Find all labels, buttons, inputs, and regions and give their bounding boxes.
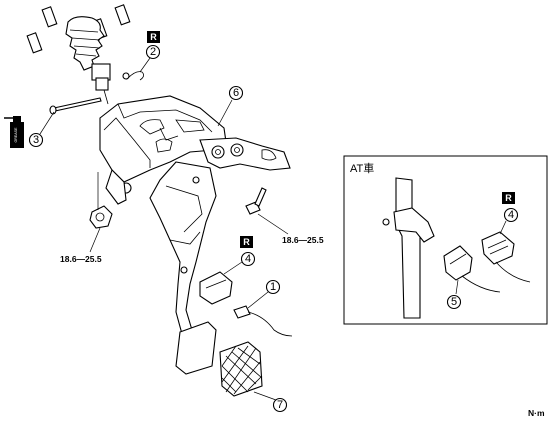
svg-text:7: 7	[277, 399, 283, 411]
pin-3	[49, 97, 102, 115]
replace-mark: R	[240, 236, 253, 248]
svg-text:4: 4	[508, 209, 514, 221]
pedal-pad-cover-7	[219, 341, 263, 397]
inset-title: AT車	[350, 161, 374, 175]
svg-text:3: 3	[33, 134, 39, 146]
replace-mark: R	[502, 192, 515, 204]
pushrod-boot	[26, 4, 131, 105]
pedal-bracket	[99, 95, 291, 205]
stoplight-switch	[199, 271, 233, 305]
pedal-pad	[175, 321, 217, 375]
callout-1: 1	[265, 279, 281, 295]
svg-text:R: R	[150, 32, 157, 42]
clip-2	[127, 57, 151, 81]
callout-4-inset: 4	[503, 207, 519, 223]
svg-text:2: 2	[150, 46, 156, 58]
replace-mark: R	[147, 31, 160, 43]
torque-left: 18.6—25.5	[60, 254, 102, 264]
callout-5: 5	[446, 294, 462, 310]
callout-7: 7	[272, 397, 288, 413]
svg-text:5: 5	[451, 296, 457, 308]
bolt-right	[245, 187, 267, 215]
torque-right: 18.6—25.5	[282, 235, 324, 245]
svg-text:R: R	[505, 193, 512, 203]
torque-unit: N·m	[528, 408, 545, 418]
svg-text:6: 6	[233, 87, 239, 99]
svg-text:1: 1	[270, 281, 276, 293]
brake-pedal-arm	[149, 161, 217, 335]
svg-text:R: R	[243, 237, 250, 247]
connector-1	[233, 305, 293, 337]
callout-4: 4	[240, 251, 256, 267]
callout-6: 6	[228, 85, 244, 101]
callout-3: 3	[28, 132, 44, 148]
svg-text:GREASE: GREASE	[14, 127, 18, 143]
inset-at: AT車	[343, 155, 548, 325]
nut-left	[89, 205, 113, 229]
svg-text:4: 4	[245, 253, 251, 265]
grease-can-icon: GREASE	[4, 116, 24, 148]
callout-2: 2	[145, 44, 161, 60]
